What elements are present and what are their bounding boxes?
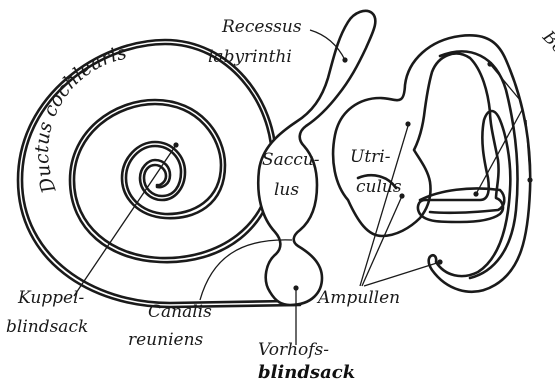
utriculus-label-line2: culus — [356, 177, 402, 197]
bogengaenge-pointer-dot-1 — [487, 61, 492, 66]
kuppelblindsack-pointer-dot — [173, 142, 178, 147]
recessus-pointer-dot — [342, 57, 347, 62]
bogengaenge-pointer-dot-2 — [473, 191, 478, 196]
canalis-reuniens-label-line2: reuniens — [128, 330, 204, 350]
ampullen-pointer-dot-3 — [437, 259, 442, 264]
ductus-cochlearis-label: Ductus cochlearis — [31, 42, 129, 197]
sacculus-label-line1: Saccu- — [262, 150, 320, 170]
vorhofsblindsack-label-line1: Vorhofs- — [258, 340, 329, 360]
kuppelblindsack-label-line1: Kuppel- — [17, 288, 85, 308]
vorhofsblindsack-pointer-dot — [293, 285, 298, 290]
bogengaenge-pointer-dot-3 — [527, 177, 532, 182]
sacculus-label-line2: lus — [274, 180, 299, 200]
ampullen-label: Ampullen — [316, 288, 400, 308]
vorhofsblindsack-label-line2: blindsack — [258, 362, 355, 383]
ampullen-leader-3 — [364, 262, 440, 286]
canalis-reuniens-label-line1: Canalis — [148, 302, 212, 322]
recessus-label-line1: Recessus — [221, 17, 302, 37]
ampullen-pointer-dot-1 — [405, 121, 410, 126]
kuppelblindsack-label-line2: blindsack — [6, 317, 88, 337]
bogengaenge-label: Bogengänge — [538, 26, 555, 138]
recessus-label-line2: labyrinthi — [208, 47, 292, 67]
utriculus-label-line1: Utri- — [350, 147, 391, 167]
ampullen-pointer-dot-2 — [399, 193, 404, 198]
